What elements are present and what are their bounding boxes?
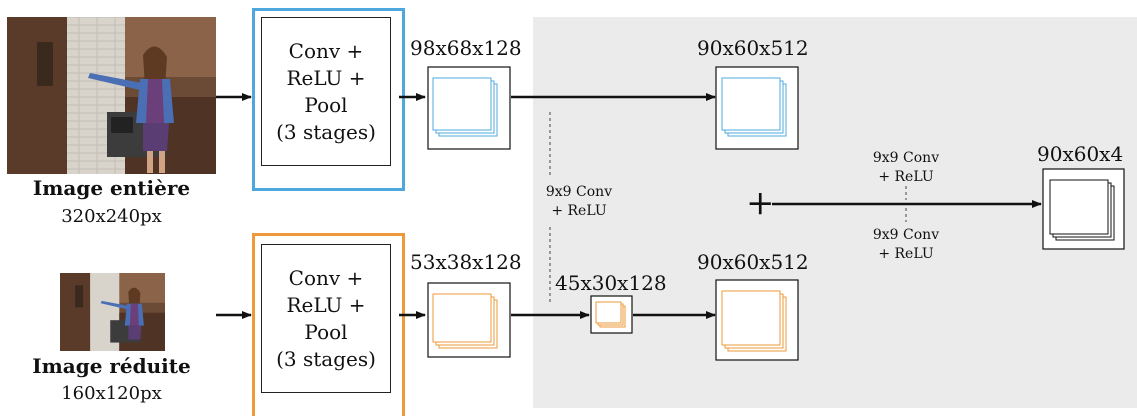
dim-top-stage-out: 98x68x128 xyxy=(410,36,522,60)
input-full-title: Image entière xyxy=(32,176,191,200)
feature-map-bottom-up xyxy=(715,279,799,361)
stage-reduced-line1: Conv + xyxy=(288,265,364,290)
stage-full-line2: ReLU + xyxy=(286,65,366,90)
input-image-reduced xyxy=(60,273,165,351)
stage-full-line4: (3 stages) xyxy=(276,119,376,144)
feature-map-top-stage-out xyxy=(427,66,511,150)
op-right-top-conv: 9x9 Conv + ReLU xyxy=(867,149,945,187)
op-mid-conv: 9x9 Conv + ReLU xyxy=(540,183,618,221)
sum-operator: + xyxy=(746,183,775,223)
op-mid-conv-line2: + ReLU xyxy=(551,203,607,219)
feature-map-top-up xyxy=(715,66,799,150)
processing-panel xyxy=(533,17,1137,408)
stage-reduced-line3: Pool xyxy=(304,319,348,344)
input-full-size: 320x240px xyxy=(61,206,162,227)
input-image-full xyxy=(7,17,216,174)
op-right-top-line2: + ReLU xyxy=(878,169,934,185)
dim-top-up: 90x60x512 xyxy=(697,36,809,60)
op-mid-conv-line1: 9x9 Conv xyxy=(545,184,613,200)
dim-bottom-stage-out: 53x38x128 xyxy=(410,250,522,274)
stage-box-full: Conv + ReLU + Pool (3 stages) xyxy=(261,17,391,166)
input-reduced-title: Image réduite xyxy=(32,354,191,378)
op-right-top-line1: 9x9 Conv xyxy=(872,150,940,166)
input-reduced-size: 160x120px xyxy=(61,383,162,404)
stage-reduced-line4: (3 stages) xyxy=(276,346,376,371)
branch-full-outline xyxy=(252,8,405,191)
dim-output: 90x60x4 xyxy=(1037,142,1124,166)
branch-reduced-outline xyxy=(252,233,405,416)
stage-full-line3: Pool xyxy=(304,92,348,117)
op-right-bottom-line1: 9x9 Conv xyxy=(872,227,940,243)
dim-bottom-mid: 45x30x128 xyxy=(555,271,667,295)
photo-full-scene-icon xyxy=(7,17,216,174)
stage-reduced-line2: ReLU + xyxy=(286,292,366,317)
op-right-bottom-conv: 9x9 Conv + ReLU xyxy=(867,226,945,264)
op-right-bottom-line2: + ReLU xyxy=(878,246,934,262)
feature-map-bottom-stage-out xyxy=(427,282,511,358)
feature-map-output xyxy=(1042,168,1125,250)
dim-bottom-up: 90x60x512 xyxy=(697,250,809,274)
feature-map-bottom-mid xyxy=(590,295,633,334)
photo-reduced-scene-icon xyxy=(60,273,165,351)
stage-full-line1: Conv + xyxy=(288,38,364,63)
stage-box-reduced: Conv + ReLU + Pool (3 stages) xyxy=(261,244,391,393)
